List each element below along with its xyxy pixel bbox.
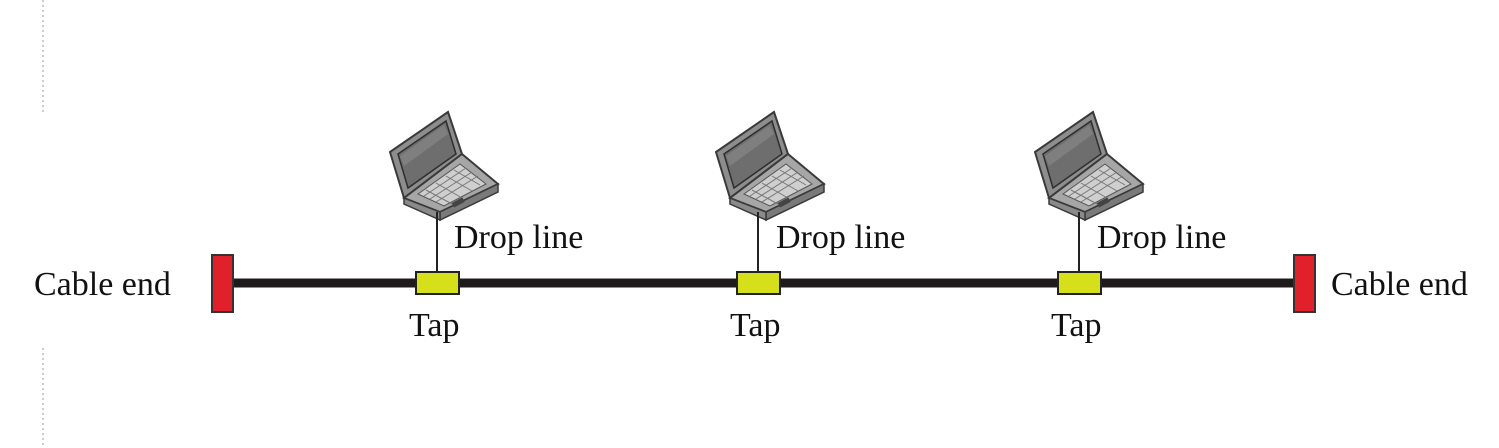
laptop-icon bbox=[389, 111, 499, 221]
tap bbox=[415, 271, 460, 295]
drop-line-label: Drop line bbox=[454, 219, 583, 256]
tap-label: Tap bbox=[730, 307, 781, 344]
laptop-icon bbox=[715, 111, 825, 221]
tap-label: Tap bbox=[409, 307, 460, 344]
cable-end-right-label: Cable end bbox=[1331, 266, 1468, 303]
tap bbox=[736, 271, 781, 295]
drop-line-label: Drop line bbox=[776, 219, 905, 256]
laptop-icon bbox=[1034, 111, 1144, 221]
cable-end-left-label: Cable end bbox=[34, 266, 171, 303]
cable-end-right-terminator bbox=[1293, 254, 1316, 313]
station-node-1: Drop line Tap bbox=[389, 111, 583, 344]
station-node-2: Drop line Tap bbox=[715, 111, 905, 344]
drop-line-label: Drop line bbox=[1097, 219, 1226, 256]
tap-label: Tap bbox=[1051, 307, 1102, 344]
cable-end-left-terminator bbox=[211, 254, 234, 313]
tap bbox=[1057, 271, 1102, 295]
station-node-3: Drop line Tap bbox=[1034, 111, 1226, 344]
